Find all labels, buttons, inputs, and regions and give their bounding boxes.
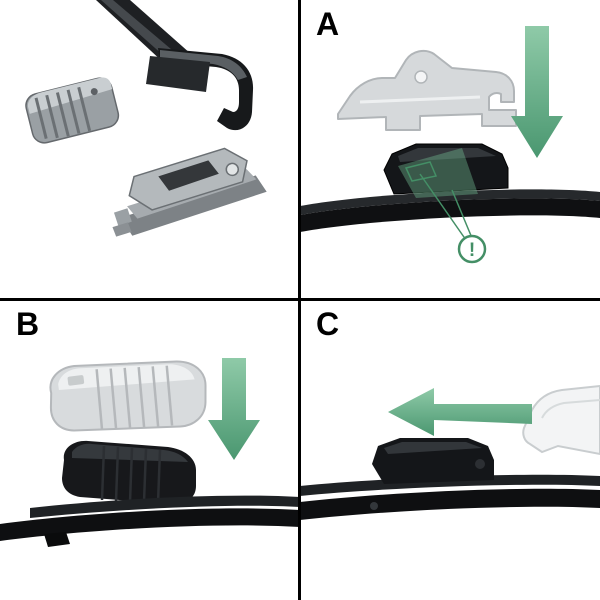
mounted-connector [372, 438, 494, 484]
wiper-blade [300, 474, 600, 520]
step-label-b: B [16, 306, 40, 342]
warning-circle [457, 234, 487, 264]
step-label-a: A [316, 6, 340, 42]
ghost-cap [49, 360, 207, 432]
illustration-parts [25, 0, 267, 237]
panel-step-a: ! A [300, 0, 600, 300]
ghost-wiper-arm [522, 384, 600, 456]
panel-parts [0, 0, 300, 300]
step-label-c: C [316, 306, 340, 342]
illustration-step-b [0, 358, 300, 547]
wiper-arm-hook-part [96, 0, 254, 131]
illustration-step-a: ! [300, 26, 600, 264]
panel-step-c: C [300, 300, 600, 600]
horizontal-divider [0, 298, 600, 301]
warning-symbol: ! [469, 240, 475, 261]
down-arrow-icon [208, 358, 260, 460]
adapter-block-part [25, 77, 120, 144]
wiper-blade-with-adapter [300, 143, 600, 232]
warning-annotation: ! [398, 148, 487, 264]
left-arrow-icon [388, 388, 532, 436]
ghost-adapter [337, 49, 517, 131]
down-arrow-icon [511, 26, 563, 158]
connector-part [112, 147, 267, 237]
panel-step-b: B [0, 300, 300, 600]
wiper-blade-with-cap [0, 440, 300, 547]
illustration-step-c [300, 384, 600, 520]
